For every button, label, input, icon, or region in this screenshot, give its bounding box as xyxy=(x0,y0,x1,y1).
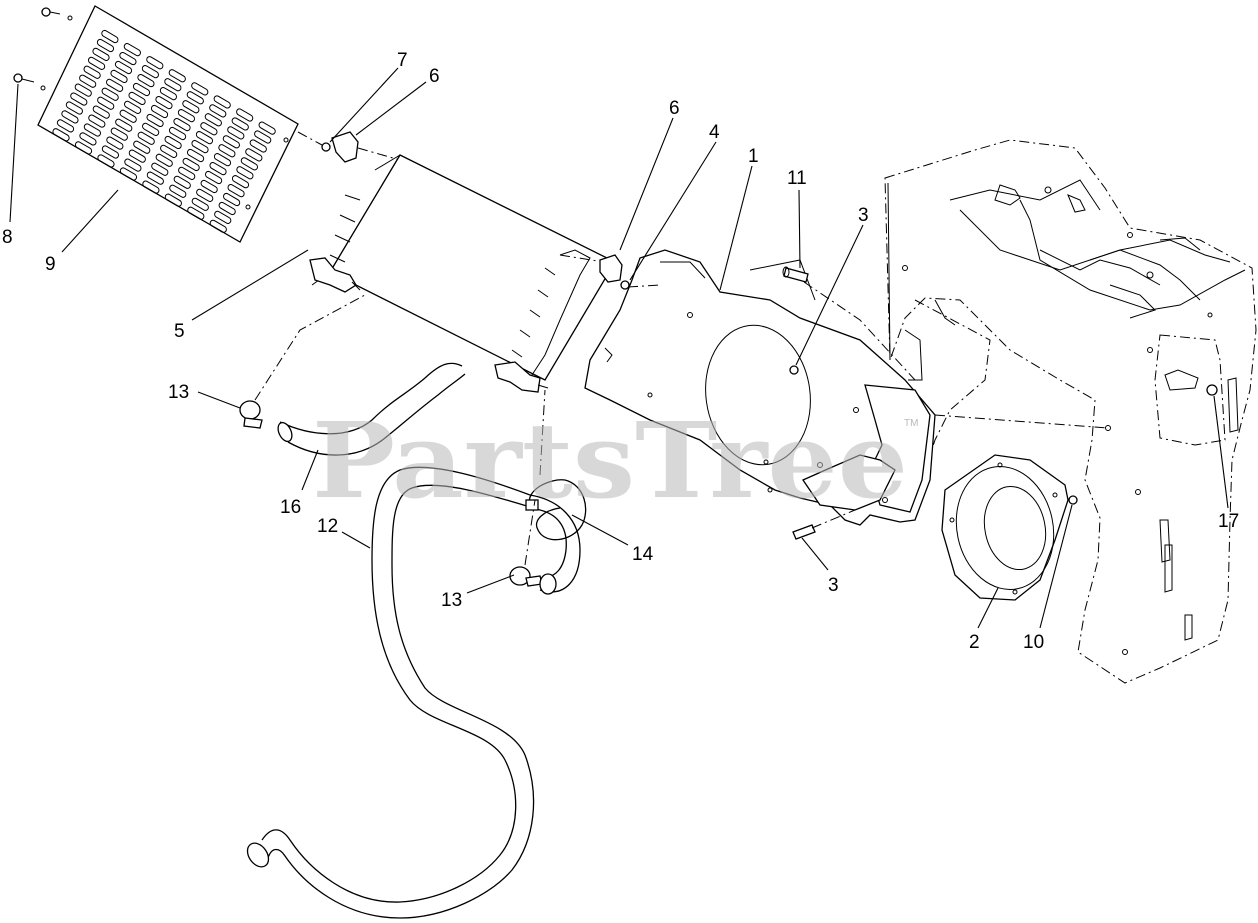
callout-16: 16 xyxy=(280,497,301,518)
callout-labels: 7 6 6 4 1 11 3 8 9 5 13 16 12 14 13 3 2 … xyxy=(2,50,1239,653)
callout-8: 8 xyxy=(2,227,13,248)
callout-1: 1 xyxy=(748,146,759,167)
callout-4: 4 xyxy=(709,122,720,143)
callout-9: 9 xyxy=(45,254,56,275)
leader-lines xyxy=(9,67,1229,629)
callout-14: 14 xyxy=(632,544,654,565)
frame-chassis xyxy=(884,139,1257,684)
callout-6: 6 xyxy=(429,66,440,87)
clamp-part-14 xyxy=(525,479,587,541)
screen-part-9 xyxy=(37,5,299,243)
oil-cooler xyxy=(309,154,616,393)
callout-6: 6 xyxy=(669,98,680,119)
callout-12: 12 xyxy=(317,516,338,537)
callout-3: 3 xyxy=(828,575,839,596)
callout-10: 10 xyxy=(1023,632,1044,653)
screws-part-8 xyxy=(13,7,61,83)
callout-7: 7 xyxy=(397,50,408,71)
clamp-part-13-lower xyxy=(509,389,557,595)
hose-part-16 xyxy=(277,362,466,456)
clamp-part-6-lower xyxy=(559,254,661,290)
clamp-part-6-upper xyxy=(297,131,401,163)
fasteners xyxy=(789,281,1218,540)
callout-11: 11 xyxy=(787,168,807,189)
watermark: PartsTree TM xyxy=(312,399,918,522)
shroud-part-1 xyxy=(584,249,936,526)
callout-3: 3 xyxy=(858,205,869,226)
callout-2: 2 xyxy=(969,632,980,653)
hose-part-12 xyxy=(246,466,581,919)
bolt-part-11 xyxy=(782,266,809,283)
clamp-part-13-upper xyxy=(239,294,366,429)
callout-13: 13 xyxy=(441,590,462,611)
callout-17: 17 xyxy=(1218,511,1239,532)
fan-housing-part-2 xyxy=(941,454,1069,601)
screen-slots xyxy=(51,29,276,235)
watermark-trademark: TM xyxy=(904,418,918,429)
callout-5: 5 xyxy=(174,321,185,342)
watermark-text: PartsTree xyxy=(312,399,908,522)
callout-13: 13 xyxy=(168,382,189,403)
